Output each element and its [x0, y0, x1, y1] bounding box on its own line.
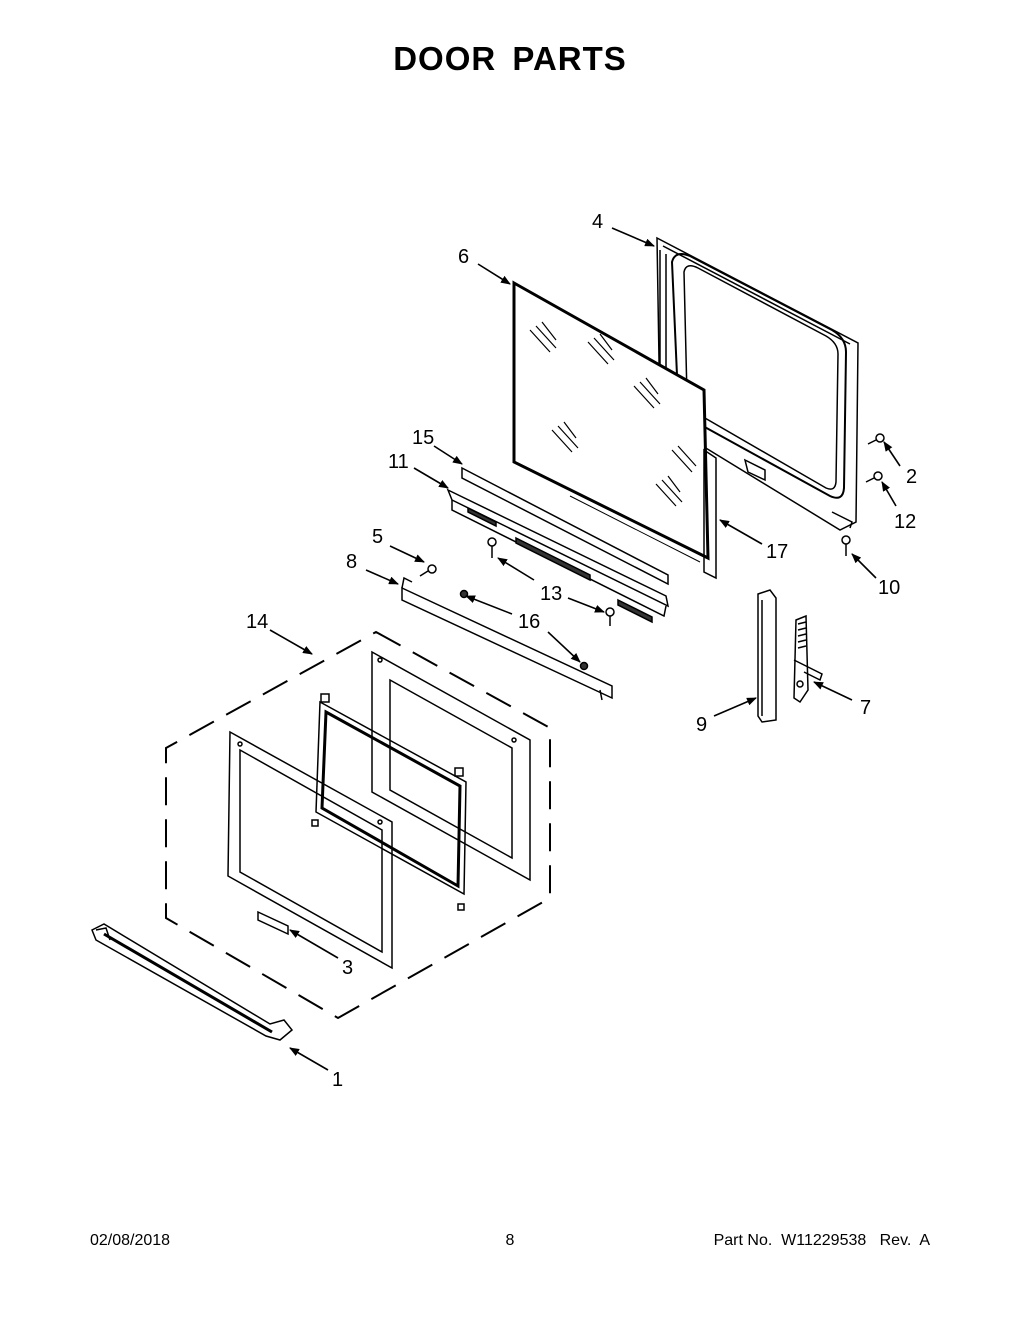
screw-5 — [419, 564, 437, 577]
callout-5: 5 — [372, 526, 383, 548]
outer-door-dashed-outline — [165, 630, 551, 1020]
glass-gasket — [703, 448, 717, 580]
callout-7: 7 — [860, 697, 871, 719]
door-outer-panel — [227, 730, 393, 970]
callout-9: 9 — [696, 714, 707, 736]
door-hinge — [793, 614, 823, 704]
middle-glass-frame — [311, 693, 467, 911]
glass-retainer — [446, 466, 701, 624]
footer-part-number: Part No. W11229538 Rev. A — [713, 1232, 930, 1249]
leader-arrows — [269, 227, 901, 1071]
callout-13: 13 — [540, 583, 562, 605]
logo-badge — [257, 910, 289, 936]
door-handle — [91, 923, 294, 1041]
callout-2: 2 — [906, 466, 917, 488]
callout-16: 16 — [518, 611, 540, 633]
callout-10: 10 — [878, 577, 900, 599]
callout-6: 6 — [458, 246, 469, 268]
screw-12 — [865, 471, 883, 483]
callout-4: 4 — [592, 211, 603, 233]
hinge-receptacle — [757, 589, 777, 723]
footer-page-number: 8 — [505, 1232, 515, 1249]
page-title: DOOR PARTS — [393, 40, 627, 77]
screw-2 — [867, 433, 885, 445]
door-bracket — [401, 576, 613, 701]
screw-10 — [841, 535, 851, 556]
footer-date: 02/08/2018 — [90, 1232, 171, 1249]
outer-glass-rear — [371, 650, 531, 882]
screws — [419, 433, 885, 671]
bumper-16b — [579, 661, 589, 671]
callout-15: 15 — [412, 427, 434, 449]
callout-12: 12 — [894, 511, 916, 533]
callout-14: 14 — [246, 611, 268, 633]
screw-13b — [605, 607, 615, 626]
callout-3: 3 — [342, 957, 353, 979]
callout-17: 17 — [766, 541, 788, 563]
screw-13a — [487, 537, 497, 558]
door-glass — [512, 280, 710, 561]
callout-8: 8 — [346, 551, 357, 573]
callout-11: 11 — [388, 451, 409, 473]
callout-1: 1 — [332, 1069, 343, 1091]
